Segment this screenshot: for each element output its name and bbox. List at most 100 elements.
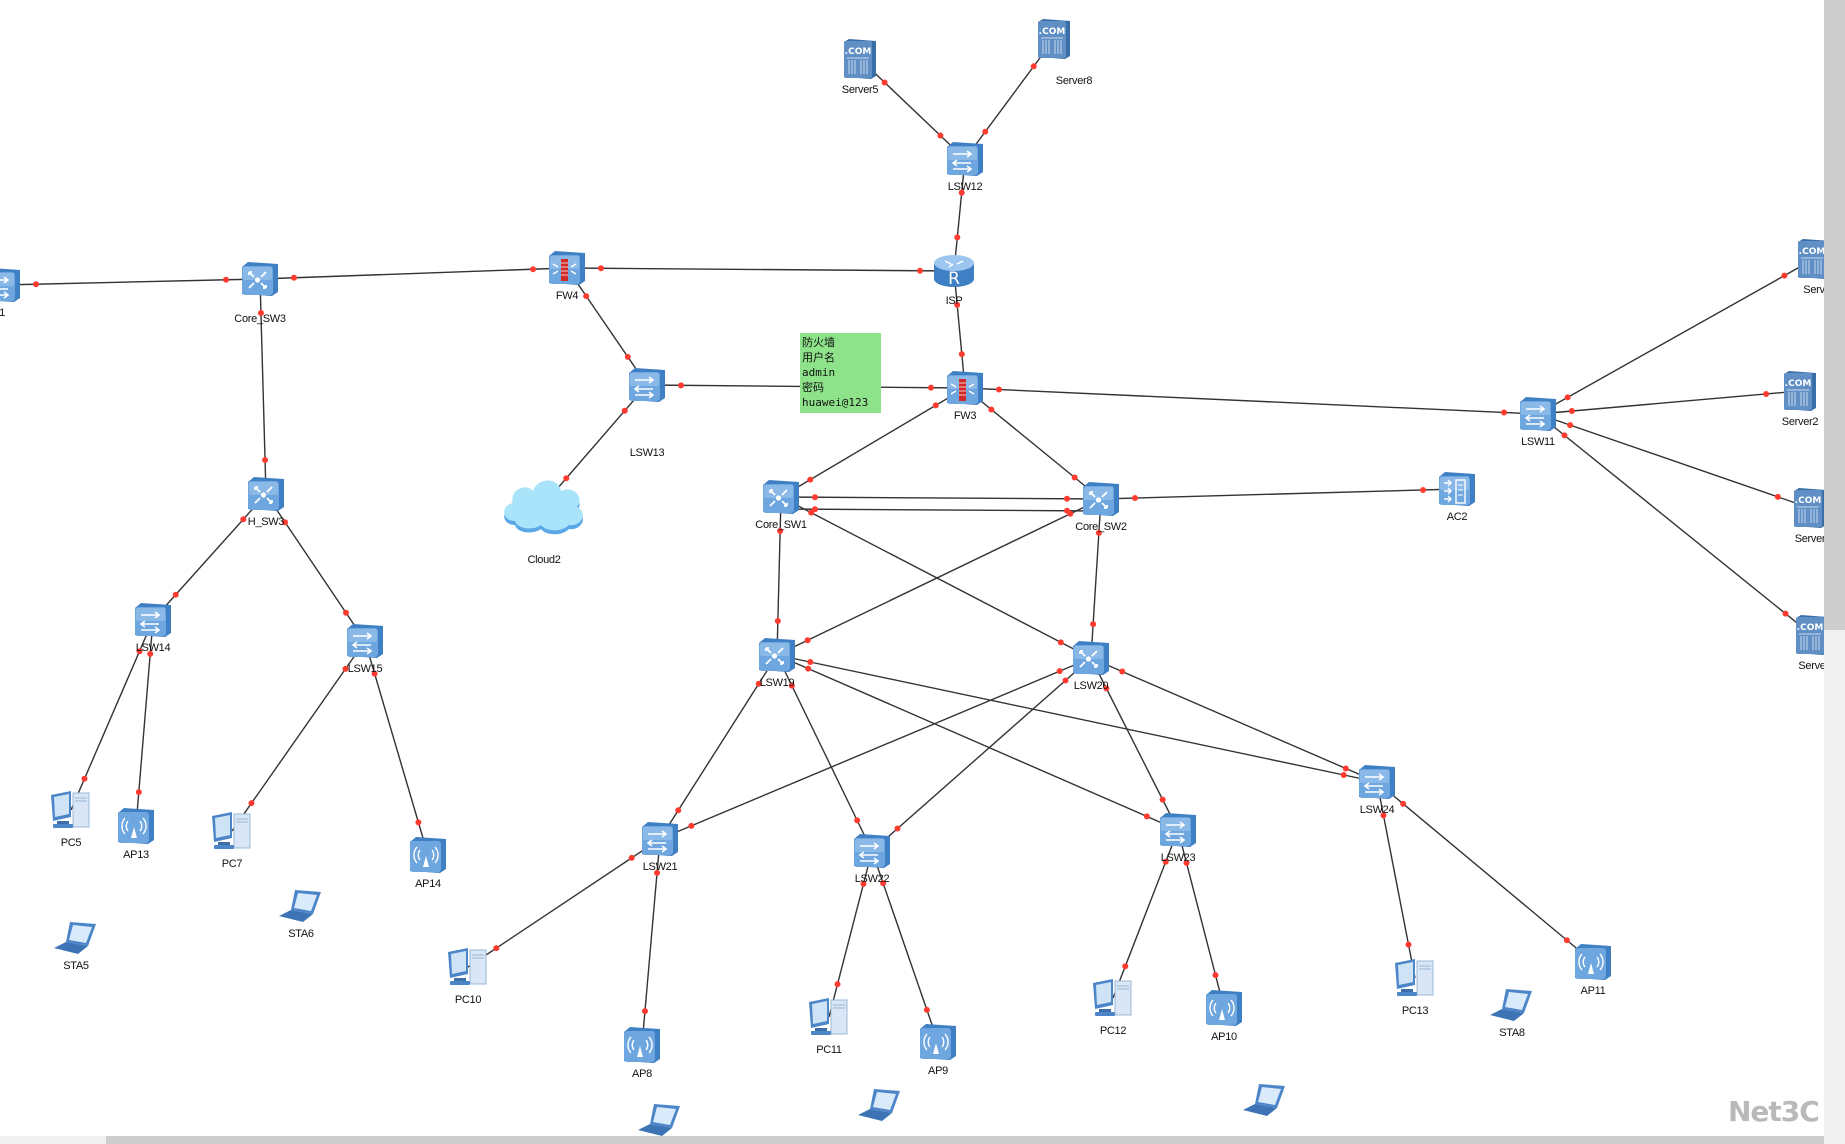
horizontal-scrollbar-thumb[interactable] (106, 1136, 1824, 1144)
vertical-scrollbar[interactable] (1824, 0, 1845, 1136)
server-icon[interactable]: .COM (842, 38, 878, 85)
link-LSW23-PC12[interactable] (1112, 829, 1179, 999)
switch-icon[interactable] (640, 821, 680, 862)
pc-icon[interactable] (444, 944, 492, 995)
ap-icon[interactable] (1204, 989, 1244, 1032)
sta-icon[interactable] (856, 1087, 904, 1128)
link-Core_SW1-LSW20[interactable] (780, 496, 1092, 659)
sta-icon[interactable] (1241, 1082, 1289, 1123)
port-status-dot (1062, 677, 1069, 684)
router-icon[interactable]: R (931, 251, 977, 296)
port-status-dot (1763, 390, 1770, 397)
ap-icon[interactable] (408, 836, 448, 879)
link-LSW11-ServerA[interactable] (1537, 258, 1815, 415)
link-Server5-LSW12[interactable] (859, 58, 966, 160)
port-status-dot (811, 494, 818, 501)
l3switch-icon[interactable] (240, 261, 280, 302)
pc-icon[interactable] (1391, 955, 1439, 1006)
switch-icon[interactable] (0, 267, 22, 308)
l3switch-icon[interactable] (757, 637, 797, 678)
link-FW3-LSW11[interactable] (964, 387, 1539, 415)
link-LSW11-Server2[interactable] (1537, 390, 1801, 415)
link-H_SW3-LSW14[interactable] (152, 493, 267, 621)
pc-icon[interactable] (1089, 975, 1137, 1026)
firewall-icon[interactable] (547, 250, 587, 291)
cloud-icon[interactable] (499, 471, 589, 542)
ap-icon[interactable] (116, 807, 156, 850)
link-Core_SW2-LSW20[interactable] (1090, 498, 1102, 659)
pc-icon[interactable] (47, 787, 95, 838)
link-FW3-Core_SW2[interactable] (964, 387, 1102, 500)
sta-icon[interactable] (52, 920, 100, 961)
l3switch-icon[interactable] (1081, 481, 1121, 522)
link-LSW20-LSW22[interactable] (871, 657, 1092, 852)
port-status-dot (240, 516, 247, 523)
svg-text:R: R (948, 269, 960, 289)
port-status-dot (1342, 765, 1349, 772)
link-LSW24-AP11[interactable] (1376, 781, 1594, 963)
horizontal-scrollbar[interactable] (0, 1136, 1845, 1144)
device-label: FW3 (953, 410, 977, 422)
sta-icon[interactable] (277, 888, 325, 929)
link-LSW15-AP14[interactable] (364, 640, 429, 856)
ac-icon[interactable] (1437, 471, 1477, 512)
link-LSW20-LSW24[interactable] (1090, 657, 1378, 783)
port-status-dot (805, 665, 812, 672)
pc-icon[interactable] (208, 808, 256, 859)
l3switch-icon[interactable] (761, 479, 801, 520)
firewall-icon[interactable] (945, 370, 985, 411)
link-LSW11-ServerB[interactable] (1537, 413, 1811, 509)
link-LSW21-PC10[interactable] (467, 838, 661, 968)
link-LSW22-PC11[interactable] (828, 850, 873, 1018)
link-left1-Core_SW3[interactable] (1, 278, 261, 286)
switch-icon[interactable] (1357, 764, 1397, 805)
firewall-credentials-note[interactable]: 防火墙 用户名 admin 密码 huawei@123 (800, 333, 881, 413)
switch-icon[interactable] (627, 367, 667, 408)
switch-icon[interactable] (1158, 812, 1198, 853)
ap-icon[interactable] (622, 1026, 662, 1069)
ap-icon[interactable] (918, 1023, 958, 1066)
link-Core_SW1-Core_SW2[interactable] (780, 496, 1102, 500)
link-LSW19-LSW23[interactable] (776, 654, 1179, 831)
link-Server8-LSW12[interactable] (964, 38, 1055, 160)
link-LSW12-ISP[interactable] (953, 158, 966, 272)
switch-icon[interactable] (345, 623, 385, 664)
svg-text:.COM: .COM (1797, 623, 1824, 633)
sta-icon[interactable] (1488, 987, 1536, 1028)
device-label: AP9 (928, 1065, 948, 1077)
ap-icon[interactable] (1573, 943, 1613, 986)
switch-icon[interactable] (945, 141, 985, 182)
pc-icon[interactable] (805, 994, 853, 1045)
server-icon[interactable]: .COM (1792, 487, 1824, 534)
l3switch-icon[interactable] (246, 476, 286, 517)
server-icon[interactable]: .COM (1794, 614, 1824, 661)
port-status-dot (1159, 796, 1166, 803)
device-label: LSW22 (854, 873, 890, 885)
server-icon[interactable]: .COM (1782, 370, 1818, 417)
link-Core_SW1-LSW19[interactable] (776, 496, 782, 656)
link-LSW11-ServerC[interactable] (1537, 413, 1813, 636)
link-LSW20-LSW21[interactable] (659, 657, 1092, 840)
port-status-dot (937, 132, 944, 139)
link-LSW13-Cloud2[interactable] (543, 384, 648, 505)
link-Core_SW2-LSW19[interactable] (776, 498, 1102, 656)
link-LSW23-AP10[interactable] (1177, 829, 1225, 1009)
vertical-scrollbar-thumb[interactable] (1824, 0, 1845, 630)
l3switch-icon[interactable] (1071, 640, 1111, 681)
link-LSW19-LSW24[interactable] (776, 654, 1378, 783)
switch-icon[interactable] (133, 602, 173, 643)
server-icon[interactable]: .COM (1796, 238, 1824, 285)
server-icon[interactable]: .COM (1036, 18, 1072, 65)
switch-icon[interactable] (1518, 396, 1558, 437)
link-Core_SW1-Core_SW2[interactable] (780, 508, 1102, 512)
sta-icon[interactable] (636, 1102, 684, 1136)
link-ISP-FW3[interactable] (953, 270, 966, 389)
link-FW4-ISP[interactable] (566, 267, 955, 272)
link-LSW15-PC7[interactable] (231, 640, 366, 832)
link-Core_SW2-AC2[interactable] (1100, 488, 1458, 500)
link-Core_SW3-FW4[interactable] (259, 267, 568, 280)
switch-icon[interactable] (852, 833, 892, 874)
link-H_SW3-LSW15[interactable] (265, 493, 366, 642)
link-FW4-LSW13[interactable] (566, 267, 648, 386)
